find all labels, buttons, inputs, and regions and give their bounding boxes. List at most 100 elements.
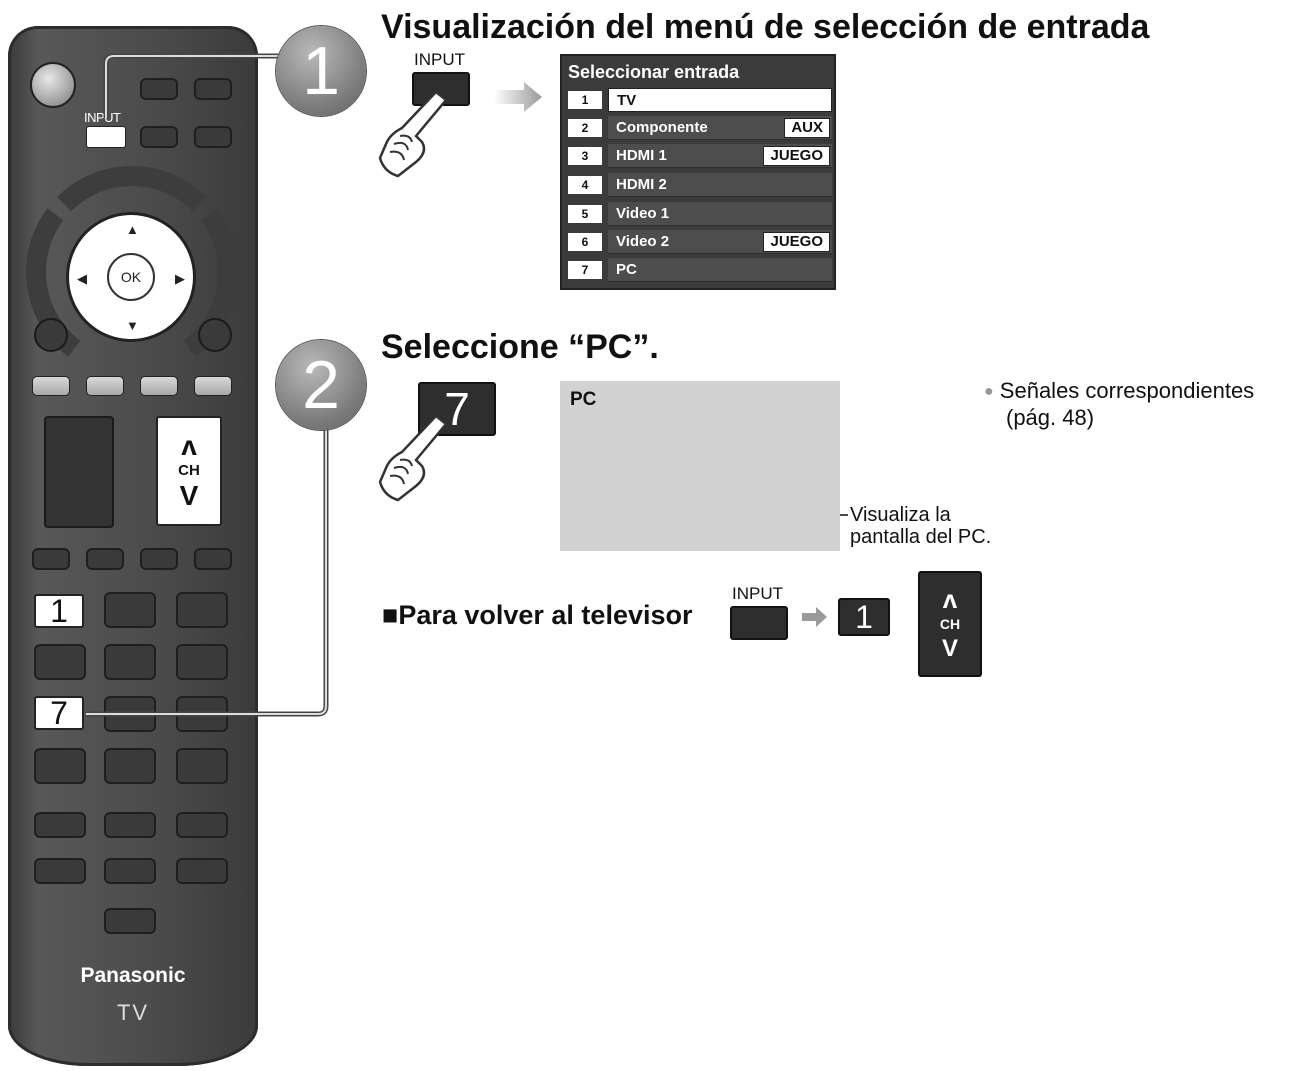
remote-button[interactable] xyxy=(194,548,232,570)
return-input-key xyxy=(730,606,788,640)
remote-button[interactable] xyxy=(176,858,228,884)
brand-logo: Panasonic xyxy=(80,964,186,987)
pc-screen-preview: PC xyxy=(560,381,840,551)
remote-button[interactable] xyxy=(104,858,156,884)
menu-item-number: 2 xyxy=(568,119,602,137)
remote-button[interactable] xyxy=(176,748,228,784)
menu-item-hdmi-1[interactable]: 3 HDMI 1 JUEGO xyxy=(566,144,832,168)
remote-button[interactable] xyxy=(140,548,178,570)
key-6[interactable] xyxy=(176,644,228,680)
remote-button[interactable] xyxy=(194,126,232,148)
menu-item-number: 7 xyxy=(568,261,602,279)
square-bullet-icon: ■ xyxy=(382,600,399,630)
menu-item-componente[interactable]: 2 Componente AUX xyxy=(566,116,832,140)
key-2[interactable] xyxy=(104,592,156,628)
power-button[interactable] xyxy=(30,62,76,108)
pc-screen-annotation: Visualiza la pantalla del PC. xyxy=(850,504,991,548)
remote-button[interactable] xyxy=(176,812,228,838)
key-5[interactable] xyxy=(104,644,156,680)
arrow-right-icon xyxy=(494,82,542,112)
menu-item-video-1[interactable]: 5 Video 1 xyxy=(566,202,832,226)
callout-line-input xyxy=(103,53,292,118)
input-button[interactable] xyxy=(86,126,126,148)
menu-item-label: Componente xyxy=(616,119,708,136)
exit-button[interactable] xyxy=(34,318,68,352)
ok-button[interactable]: OK xyxy=(107,253,155,301)
menu-item-label: Video 2 xyxy=(616,233,670,250)
return-button[interactable] xyxy=(198,318,232,352)
menu-item-number: 1 xyxy=(568,91,602,109)
yellow-button[interactable] xyxy=(140,376,178,396)
return-key-1: 1 xyxy=(838,598,890,636)
key-0[interactable] xyxy=(104,748,156,784)
remote-button[interactable] xyxy=(86,548,124,570)
menu-item-pc[interactable]: 7 PC xyxy=(566,258,832,282)
menu-item-number: 3 xyxy=(568,147,602,165)
remote-button[interactable] xyxy=(34,748,86,784)
ch-down-icon: V xyxy=(941,635,958,662)
remote-button[interactable] xyxy=(104,812,156,838)
menu-item-video-2[interactable]: 6 Video 2 JUEGO xyxy=(566,230,832,254)
key-3[interactable] xyxy=(176,592,228,628)
step-2-title: Seleccione “PC”. xyxy=(381,328,659,366)
remote-button[interactable] xyxy=(34,858,86,884)
ch-label: CH xyxy=(178,462,200,479)
ch-down-icon: V xyxy=(179,480,199,511)
volume-rocker[interactable] xyxy=(44,416,114,528)
remote-button[interactable] xyxy=(140,126,178,148)
green-button[interactable] xyxy=(86,376,124,396)
menu-item-label: TV xyxy=(617,92,637,109)
key-4[interactable] xyxy=(34,644,86,680)
bullet-icon: ● xyxy=(984,383,994,400)
callout-line-key7 xyxy=(86,412,329,717)
directional-pad[interactable]: ▲ ▼ ◀ ▶ OK xyxy=(66,212,196,342)
pointing-hand-icon xyxy=(378,90,448,178)
remote-button[interactable] xyxy=(32,548,70,570)
signals-note: ● Señales correspondientes (pág. 48) xyxy=(984,378,1254,431)
right-arrow-icon[interactable]: ▶ xyxy=(175,271,185,286)
key-7-illustration: 7 xyxy=(418,382,496,436)
red-button[interactable] xyxy=(32,376,70,396)
menu-item-number: 4 xyxy=(568,176,602,194)
down-arrow-icon[interactable]: ▼ xyxy=(126,318,139,333)
step-2-circle: 2 xyxy=(276,340,366,430)
menu-item-number: 6 xyxy=(568,233,602,251)
annotation-line: Visualiza la xyxy=(850,504,951,526)
remote-button[interactable] xyxy=(104,908,156,934)
return-instruction: ■Para volver al televisor xyxy=(382,600,693,631)
step-1-title: Visualización del menú de selección de e… xyxy=(381,8,1150,46)
menu-item-tv[interactable]: 1 TV xyxy=(566,88,832,112)
left-arrow-icon[interactable]: ◀ xyxy=(77,271,87,286)
remote-button[interactable] xyxy=(194,78,232,100)
menu-item-label: HDMI 1 xyxy=(616,147,667,164)
input-select-menu: Seleccionar entrada 1 TV 2 Componente AU… xyxy=(560,54,836,290)
menu-item-label: HDMI 2 xyxy=(616,176,667,193)
pc-screen-label: PC xyxy=(570,389,597,410)
menu-item-tag: JUEGO xyxy=(763,232,830,252)
menu-item-tag: JUEGO xyxy=(763,146,830,166)
menu-item-tag: AUX xyxy=(784,118,830,138)
pointing-hand-icon xyxy=(378,414,448,502)
menu-item-hdmi-2[interactable]: 4 HDMI 2 xyxy=(566,173,832,197)
arrow-right-icon xyxy=(802,607,827,627)
ch-up-icon: ʌ xyxy=(181,430,197,461)
remote-button[interactable] xyxy=(34,812,86,838)
blue-button[interactable] xyxy=(194,376,232,396)
menu-item-number: 5 xyxy=(568,205,602,223)
menu-title: Seleccionar entrada xyxy=(568,62,740,82)
channel-rocker[interactable]: ʌ CH V xyxy=(156,416,222,526)
brand-subtitle: TV xyxy=(116,1000,150,1025)
return-ch-rocker: ʌ CH V xyxy=(918,571,982,677)
key-1[interactable]: 1 xyxy=(34,594,84,628)
return-instruction-text: Para volver al televisor xyxy=(398,600,693,630)
ch-up-icon: ʌ xyxy=(942,584,958,614)
input-button-label: INPUT xyxy=(84,110,121,125)
key-7[interactable]: 7 xyxy=(34,696,84,730)
step-1-circle: 1 xyxy=(276,26,366,116)
ch-label: CH xyxy=(939,616,961,632)
annotation-line: pantalla del PC. xyxy=(850,526,992,548)
note-page-reference: (pág. 48) xyxy=(1006,405,1095,430)
remote-button[interactable] xyxy=(140,78,178,100)
up-arrow-icon[interactable]: ▲ xyxy=(126,222,139,237)
menu-item-label: PC xyxy=(616,261,637,278)
